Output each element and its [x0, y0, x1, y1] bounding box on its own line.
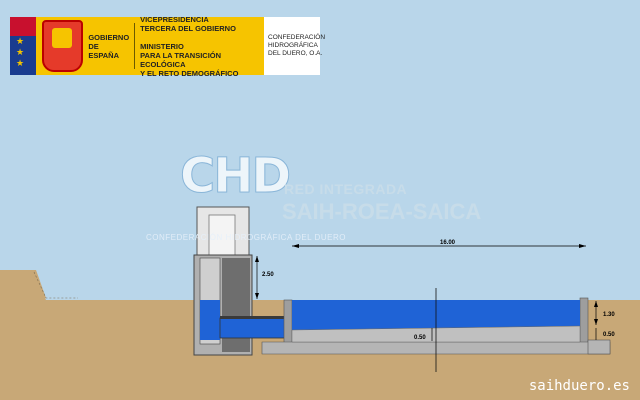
gobierno-text: GOBIERNO DE ESPAÑA	[88, 32, 130, 60]
tower-water	[200, 300, 220, 340]
dim-depth-arrow-top	[594, 301, 598, 307]
channel-wall-right	[579, 297, 589, 345]
confederation-panel: CONFEDERACIÓN HIDROGRÁFICA DEL DUERO, O.…	[264, 17, 325, 75]
site-footer-link[interactable]: saihduero.es	[528, 378, 630, 394]
eu-flag-strip: ★★★	[10, 17, 37, 75]
dim-depth-arrow-bottom	[594, 319, 598, 325]
intake-pipe-top	[220, 316, 288, 319]
bank-line	[33, 271, 78, 299]
watermark-title: RED INTEGRADA	[284, 181, 408, 197]
coat-of-arms-icon	[42, 20, 84, 72]
dim-tower-label: 2.50	[262, 272, 274, 278]
ministry-text: VICEPRESIDENCIA TERCERA DEL GOBIERNO MIN…	[140, 14, 239, 78]
dim-tower-arrow-bottom	[255, 293, 259, 299]
watermark-network: SAIH-ROEA-SAICA	[282, 199, 482, 224]
dim-length-arrow-right	[579, 244, 586, 248]
chd-logo-letters: CHD	[179, 148, 291, 205]
tower-window	[208, 214, 236, 256]
dim-base-center-label: 0.50	[414, 335, 426, 341]
dim-length-label: 16.00	[440, 240, 456, 246]
intake-pipe	[219, 317, 289, 339]
banner-divider	[134, 23, 136, 69]
floor-step-right	[587, 339, 611, 355]
dim-base-right-label: 0.50	[603, 332, 615, 338]
government-banner: ★★★ GOBIERNO DE ESPAÑA VICEPRESIDENCIA T…	[10, 14, 325, 78]
confederation-text: CONFEDERACIÓN HIDROGRÁFICA DEL DUERO, O.…	[268, 34, 326, 57]
dim-tower-arrow-top	[255, 256, 259, 262]
ministry-panel: GOBIERNO DE ESPAÑA VICEPRESIDENCIA TERCE…	[36, 14, 264, 78]
ground-bank-left	[0, 270, 46, 298]
watermark-confederation: CONFEDERACIÓN HIDROGRÁFICA DEL DUERO	[146, 233, 346, 242]
channel-wall-left	[283, 299, 293, 345]
dim-length-arrow-left	[292, 244, 299, 248]
eu-stars-icon: ★★★	[16, 36, 25, 68]
dim-depth-label: 1.30	[603, 312, 615, 318]
